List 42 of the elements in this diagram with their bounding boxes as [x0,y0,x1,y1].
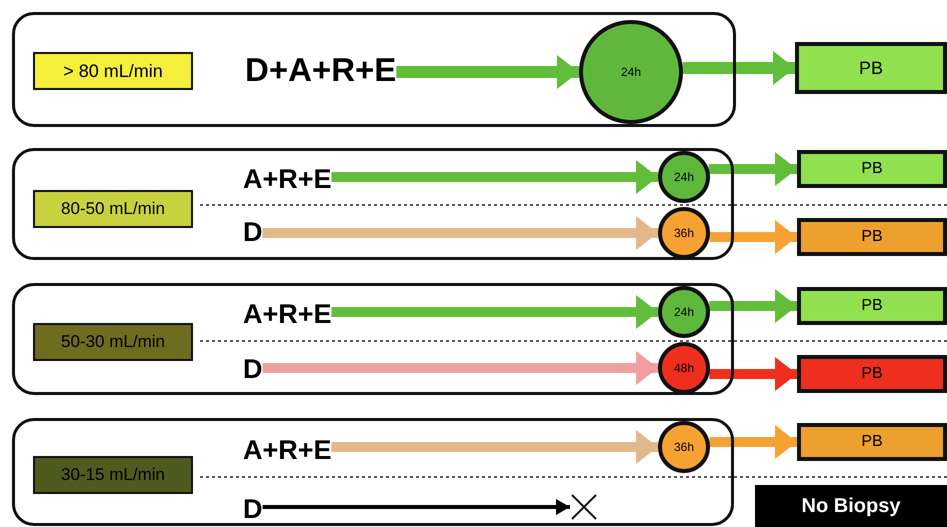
drug-label: A+R+E [243,296,332,332]
result-bar: PB [797,423,947,461]
row-panel [12,12,736,127]
drug-label: A+R+E [243,161,332,197]
rate-label: 50-30 mL/min [33,323,193,361]
arrow [262,499,570,515]
drug-label: D [243,215,262,249]
time-circle: 24h [658,151,710,203]
row-panel [12,148,734,260]
arrow [708,152,797,186]
rate-label: 30-15 mL/min [33,456,193,494]
arrow [710,220,797,254]
drug-label: D [243,352,262,386]
time-circle: 36h [658,421,710,473]
row-panel [12,418,734,526]
arrow [709,289,797,323]
arrow [396,55,579,89]
result-bar: PB [797,150,947,188]
row-panel [12,283,734,395]
arrow [332,430,658,464]
result-bar: PB [797,355,947,393]
time-circle: 24h [579,20,683,124]
arrow [709,357,797,391]
drug-label: A+R+E [243,432,332,468]
arrow [262,216,658,250]
result-bar: No Biopsy [755,485,947,527]
arrow [262,351,658,385]
arrow [682,51,795,85]
arrow [332,295,658,329]
arrow [332,160,658,194]
cross-mark [570,493,598,521]
result-bar: PB [797,287,947,325]
rate-label: > 80 mL/min [33,52,193,90]
drug-label: D [243,492,262,526]
result-bar: PB [795,42,947,94]
time-circle: 48h [658,342,710,394]
rate-label: 80-50 mL/min [33,190,193,228]
result-bar: PB [797,218,947,256]
time-circle: 24h [658,286,710,338]
drug-label: D+A+R+E [245,48,396,92]
time-circle: 36h [658,207,710,259]
arrow [710,425,797,459]
